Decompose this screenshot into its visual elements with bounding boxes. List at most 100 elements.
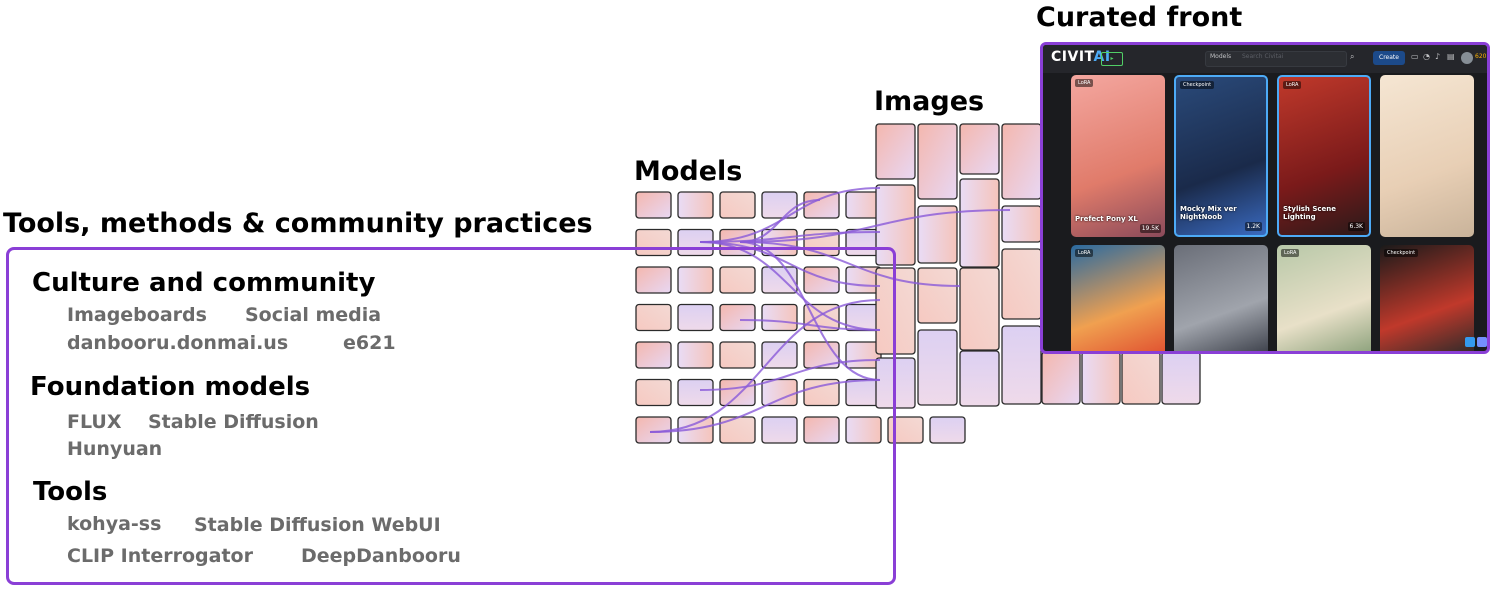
model-card[interactable]: LoRA Stylish Scene Lighting 6.3K xyxy=(1277,75,1371,237)
link-line xyxy=(699,241,881,287)
image-tile xyxy=(1001,123,1042,200)
images-heading: Images xyxy=(874,86,985,117)
model-tile xyxy=(803,191,840,219)
item-imageboards: Imageboards xyxy=(67,304,207,326)
tools-title: Tools xyxy=(33,477,108,507)
search-type-select[interactable]: Models xyxy=(1210,53,1232,60)
search-bar[interactable]: Models Search Civitai xyxy=(1205,51,1347,67)
upload-icon[interactable]: ▭ xyxy=(1411,52,1419,61)
models-heading: Models xyxy=(634,156,743,187)
model-tile xyxy=(719,303,756,332)
image-tile xyxy=(959,267,1000,351)
link-line xyxy=(699,359,881,391)
chat-icon[interactable]: ▤ xyxy=(1447,52,1455,61)
buzz-count: 620 xyxy=(1475,53,1487,60)
image-tile xyxy=(917,205,958,264)
model-card[interactable]: Checkpoint xyxy=(1380,245,1474,351)
image-tile xyxy=(959,178,1000,268)
civitai-screenshot: CIVITAI ▸ Models Search Civitai ⌕ Create… xyxy=(1040,42,1490,354)
model-tile xyxy=(677,341,714,369)
model-tile xyxy=(929,416,966,444)
image-tile xyxy=(875,123,916,180)
create-button[interactable]: Create xyxy=(1373,51,1405,65)
model-card[interactable] xyxy=(1380,75,1474,237)
card-like-count: 6.3K xyxy=(1347,222,1365,231)
image-tile xyxy=(917,329,958,406)
link-line xyxy=(739,319,881,331)
image-tile xyxy=(1161,351,1201,405)
model-card[interactable] xyxy=(1174,245,1268,351)
card-title: Mocky Mix ver NightNoob xyxy=(1180,205,1237,221)
card-like-count: 1.2K xyxy=(1244,222,1262,231)
item-hunyuan: Hunyuan xyxy=(67,438,163,460)
link-line xyxy=(649,299,881,433)
card-like-count: 19.5K xyxy=(1139,224,1161,233)
item-deepdanbooru: DeepDanbooru xyxy=(301,545,461,567)
item-social-media: Social media xyxy=(245,304,382,326)
tools-box xyxy=(6,247,896,585)
civitai-topbar: CIVITAI ▸ Models Search Civitai ⌕ Create… xyxy=(1043,45,1487,73)
card-title: Prefect Pony XL xyxy=(1075,215,1138,223)
search-icon[interactable]: ⌕ xyxy=(1350,52,1355,61)
image-tile xyxy=(1041,351,1081,405)
model-tile xyxy=(845,416,882,444)
link-line xyxy=(699,231,881,243)
card-type-badge: Checkpoint xyxy=(1180,81,1215,89)
item-clip-interrogator: CLIP Interrogator xyxy=(67,545,253,567)
image-tile xyxy=(1081,351,1121,405)
link-line xyxy=(699,241,881,331)
curated-front-heading: Curated front xyxy=(1036,2,1243,33)
model-tile xyxy=(803,416,840,444)
models-grid xyxy=(635,191,966,444)
image-tile xyxy=(1001,205,1042,243)
link-line xyxy=(739,209,1011,243)
item-sd-webui: Stable Diffusion WebUI xyxy=(194,514,441,536)
image-tile xyxy=(1001,325,1042,405)
culture-community-title: Culture and community xyxy=(32,268,376,298)
bell-icon[interactable]: ◔ xyxy=(1423,52,1430,61)
model-tile xyxy=(761,341,798,369)
model-tile xyxy=(677,303,714,332)
model-tile xyxy=(635,191,672,219)
image-tile xyxy=(1121,351,1161,405)
model-tile xyxy=(635,378,672,407)
model-card[interactable]: LoRA xyxy=(1277,245,1371,351)
card-type-badge: LoRA xyxy=(1281,249,1300,257)
model-tile xyxy=(677,378,714,407)
link-line xyxy=(649,379,881,433)
notification-icon[interactable]: ♪ xyxy=(1435,52,1441,61)
image-tile xyxy=(917,123,958,200)
do-good-button[interactable]: ▸ xyxy=(1101,52,1123,66)
card-type-badge: LoRA xyxy=(1283,81,1302,89)
card-type-badge: LoRA xyxy=(1075,79,1094,87)
model-tile xyxy=(719,191,756,219)
model-tile xyxy=(677,191,714,219)
link-line xyxy=(699,187,881,243)
avatar[interactable] xyxy=(1461,52,1473,64)
item-e621: e621 xyxy=(343,332,396,354)
link-line xyxy=(739,241,961,287)
model-tile xyxy=(635,303,672,332)
search-input[interactable]: Search Civitai xyxy=(1242,53,1284,60)
item-danbooru: danbooru.donmai.us xyxy=(67,332,289,354)
fab-button-2[interactable] xyxy=(1477,337,1487,347)
card-type-badge: LoRA xyxy=(1075,249,1094,257)
item-kohya-ss: kohya-ss xyxy=(67,513,162,535)
model-tile xyxy=(677,266,714,294)
card-title: Stylish Scene Lighting xyxy=(1283,205,1337,221)
card-type-badge: Checkpoint xyxy=(1384,249,1419,257)
model-tile xyxy=(635,341,672,369)
fab-button[interactable] xyxy=(1465,337,1475,347)
model-card[interactable]: LoRA xyxy=(1071,245,1165,351)
image-tile xyxy=(1001,248,1042,320)
tools-methods-heading: Tools, methods & community practices xyxy=(3,208,593,239)
model-tile xyxy=(719,341,756,369)
image-tile xyxy=(959,350,1000,407)
model-tile xyxy=(761,303,798,332)
model-tile xyxy=(887,416,924,444)
foundation-models-title: Foundation models xyxy=(30,372,311,402)
model-tile xyxy=(761,416,798,444)
image-tile xyxy=(917,267,958,324)
